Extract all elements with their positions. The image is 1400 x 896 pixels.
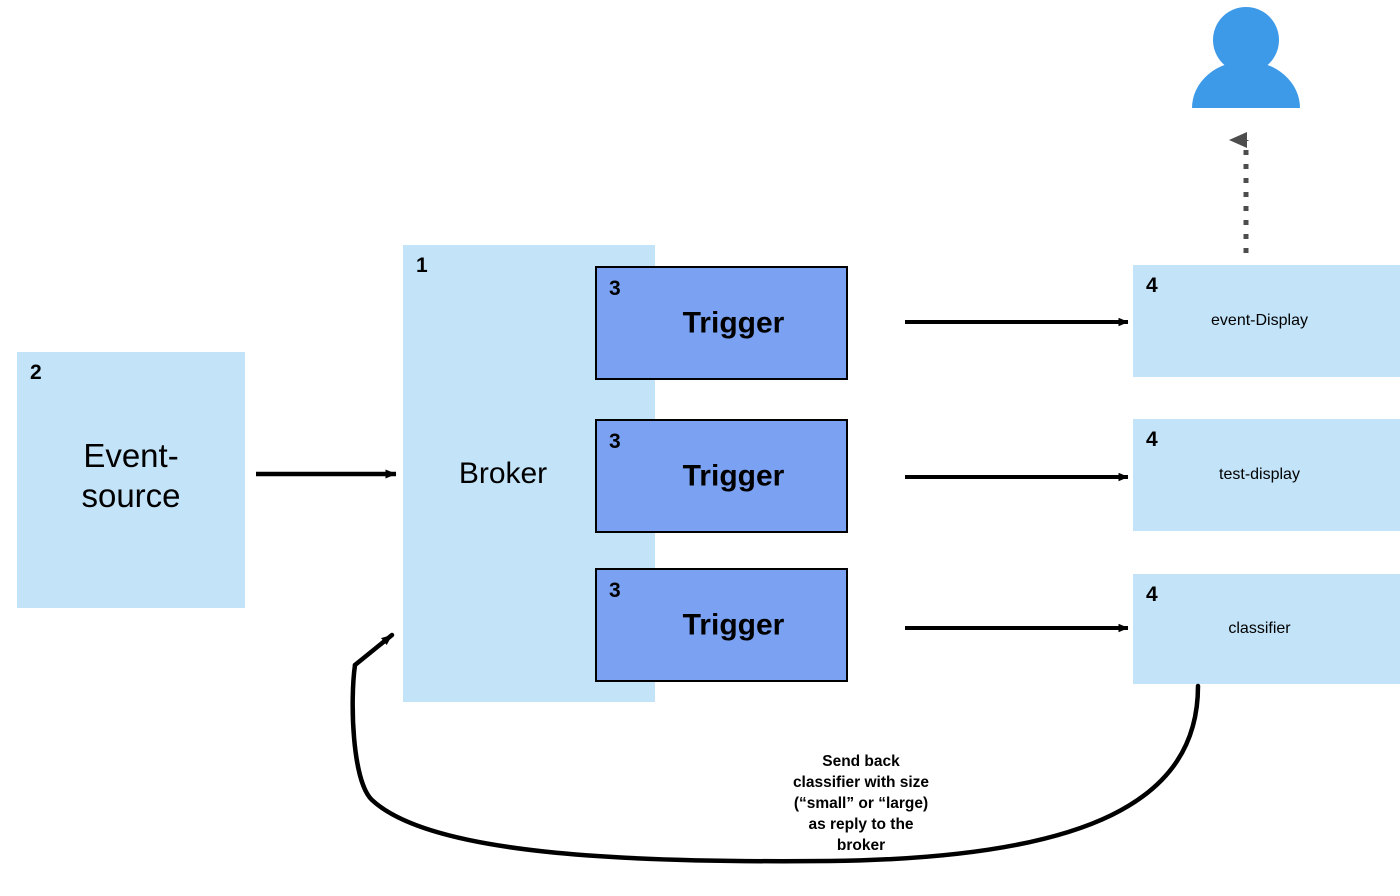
trigger-index-3: 3 (609, 579, 621, 602)
sink-box-event-display[interactable]: 4 event-Display (1133, 265, 1400, 377)
trigger-index-1: 3 (609, 277, 621, 300)
trigger-box-2[interactable]: 3 Trigger (595, 419, 848, 533)
sink-box-test-display[interactable]: 4 test-display (1133, 419, 1400, 531)
trigger-box-3[interactable]: 3 Trigger (595, 568, 848, 682)
event-source-label: Event- source (81, 437, 181, 514)
sink-index-3: 4 (1146, 583, 1158, 606)
trigger-box-1[interactable]: 3 Trigger (595, 266, 848, 380)
broker-index: 1 (416, 254, 428, 277)
sink-index-2: 4 (1146, 428, 1158, 451)
trigger-label-1: Trigger (682, 306, 785, 340)
feedback-caption: Send back classifier with size (“small” … (792, 753, 930, 854)
sink-label-test-display: test-display (1219, 466, 1300, 483)
broker-label: Broker (458, 456, 548, 490)
sink-label-event-display: event-Display (1211, 312, 1308, 329)
event-source-box[interactable]: 2 Event- source (17, 352, 245, 608)
sink-index-1: 4 (1146, 274, 1158, 297)
feedback-curve-head (352, 632, 395, 668)
sink-box-classifier[interactable]: 4 classifier (1133, 574, 1400, 684)
person-icon (1192, 7, 1300, 108)
trigger-label-2: Trigger (682, 459, 785, 493)
event-source-index: 2 (30, 361, 42, 384)
trigger-label-3: Trigger (682, 608, 785, 642)
trigger-index-2: 3 (609, 430, 621, 453)
sink-label-classifier: classifier (1228, 620, 1291, 637)
